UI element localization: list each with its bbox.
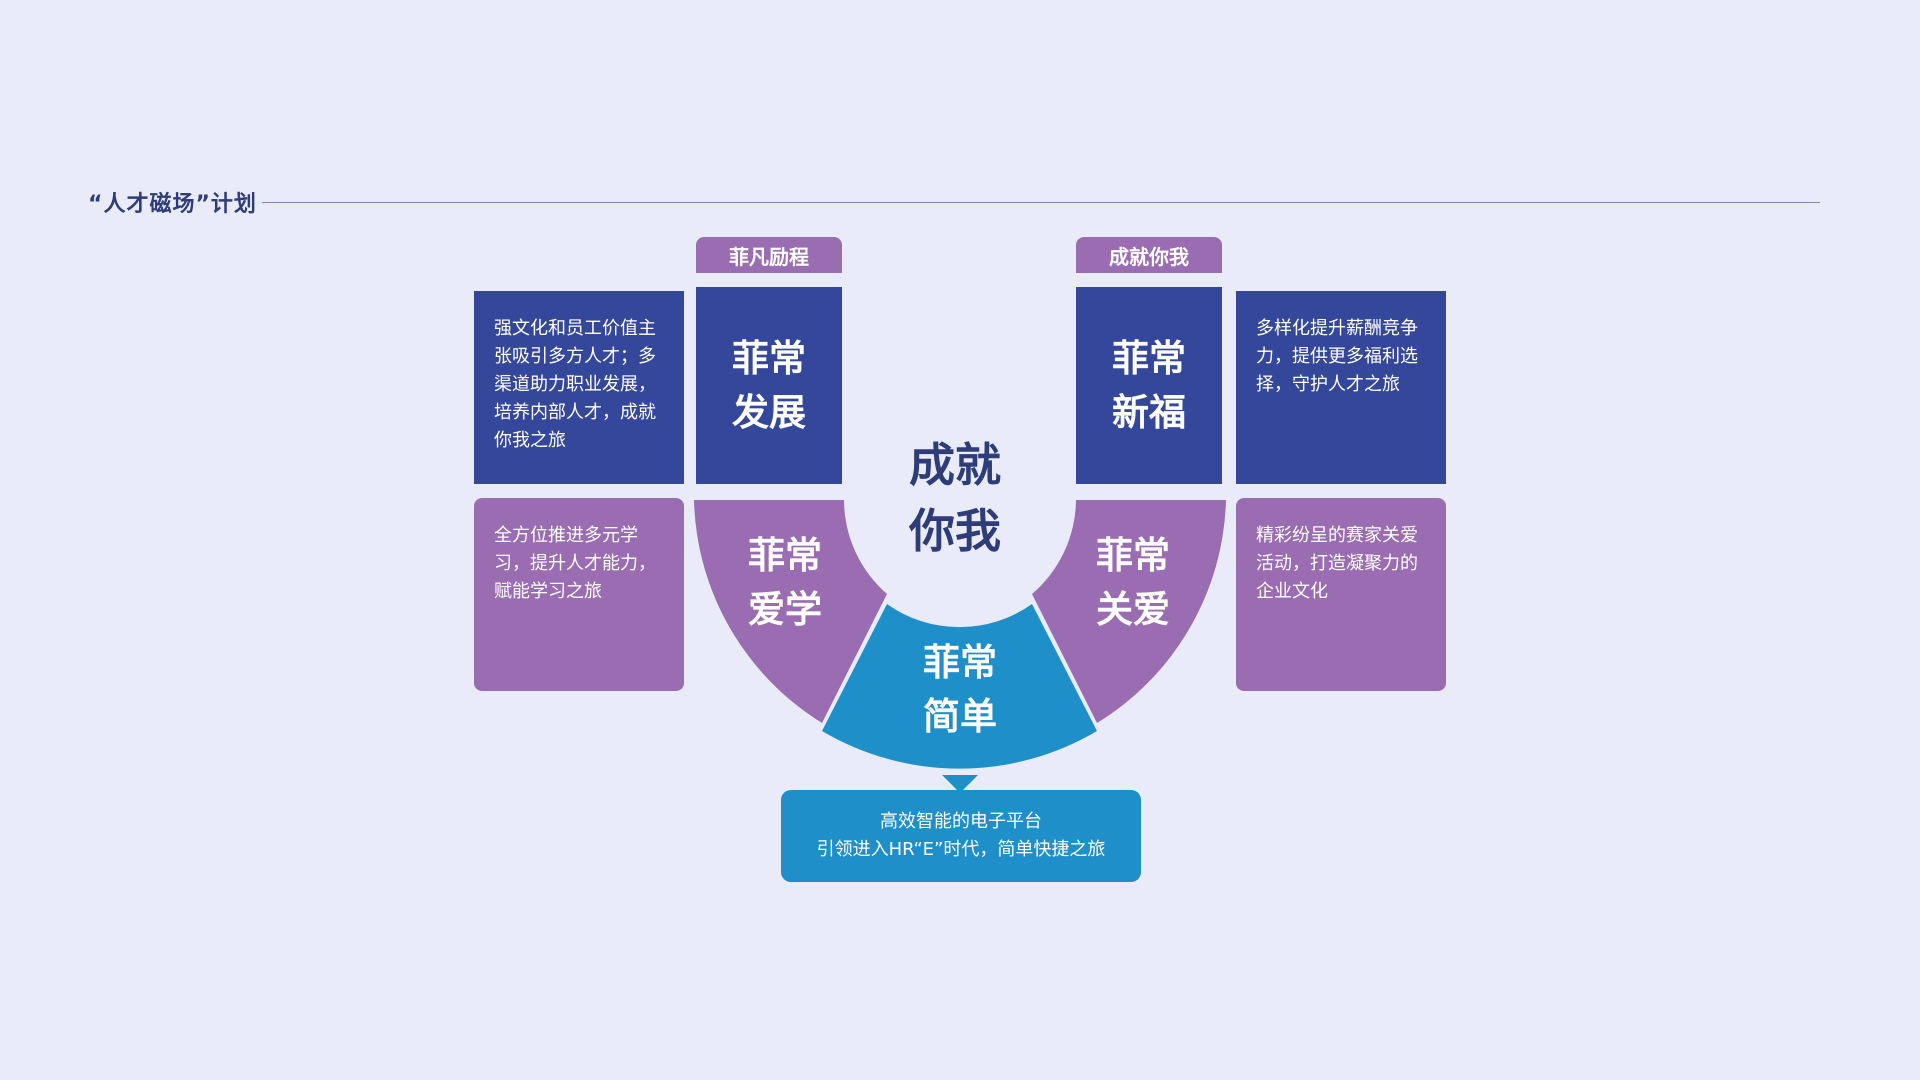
text-box-middle-left: 全方位推进多元学习，提升人才能力，赋能学习之旅 bbox=[474, 498, 684, 691]
arc-label-right-line2: 关爱 bbox=[1096, 588, 1170, 631]
center-title: 成就 你我 bbox=[880, 432, 1030, 564]
tile-top-left-line2: 发展 bbox=[732, 390, 806, 434]
text-box-bottom-line2: 引领进入HR“E”时代，简单快捷之旅 bbox=[816, 839, 1106, 860]
arc-segment-bottom bbox=[822, 604, 1097, 769]
section-divider bbox=[262, 202, 1820, 203]
arc-label-left-line1: 菲常 bbox=[748, 534, 822, 577]
arc-label-left-line2: 爱学 bbox=[748, 588, 822, 631]
tile-top-right: 菲常 新福 bbox=[1076, 287, 1222, 484]
tile-top-left-line1: 菲常 bbox=[732, 336, 806, 380]
text-box-bottom: 高效智能的电子平台 引领进入HR“E”时代，简单快捷之旅 bbox=[781, 790, 1141, 882]
center-title-line1: 成就 bbox=[909, 438, 1001, 492]
arc-segment-right bbox=[1032, 500, 1226, 723]
tile-top-left: 菲常 发展 bbox=[696, 287, 842, 484]
center-title-line2: 你我 bbox=[909, 504, 1001, 558]
tile-top-right-line1: 菲常 bbox=[1112, 336, 1186, 380]
tag-top-right: 成就你我 bbox=[1076, 237, 1222, 273]
arc-label-bottom-line2: 简单 bbox=[923, 695, 997, 738]
text-box-bottom-line1: 高效智能的电子平台 bbox=[880, 811, 1042, 832]
tile-top-right-line2: 新福 bbox=[1112, 390, 1186, 434]
arc-label-left: 菲常 爱学 bbox=[725, 528, 845, 638]
triangle-down-icon bbox=[942, 775, 978, 793]
text-box-top-right: 多样化提升薪酬竞争力，提供更多福利选择，守护人才之旅 bbox=[1236, 291, 1446, 484]
text-box-middle-right: 精彩纷呈的赛家关爱活动，打造凝聚力的企业文化 bbox=[1236, 498, 1446, 691]
text-box-top-left: 强文化和员工价值主张吸引多方人才；多渠道助力职业发展，培养内部人才，成就你我之旅 bbox=[474, 291, 684, 484]
tag-top-left: 菲凡励程 bbox=[696, 237, 842, 273]
arc-label-bottom-line1: 菲常 bbox=[923, 641, 997, 684]
arc-segment-left bbox=[694, 500, 887, 723]
section-title: “人才磁场”计划 bbox=[88, 192, 257, 217]
arc-label-right-line1: 菲常 bbox=[1096, 534, 1170, 577]
arc-label-right: 菲常 关爱 bbox=[1073, 528, 1193, 638]
arc-label-bottom: 菲常 简单 bbox=[900, 635, 1020, 745]
